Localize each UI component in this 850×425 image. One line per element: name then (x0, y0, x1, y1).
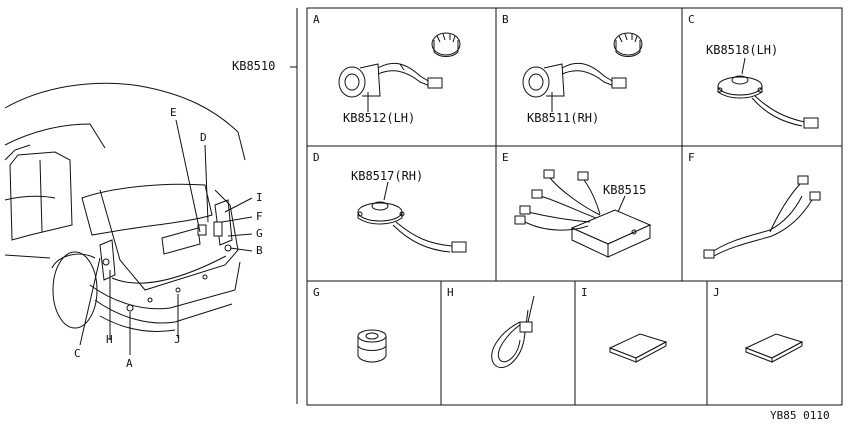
part-illustration-c (717, 57, 819, 129)
part-number-a: KB8512(LH) (343, 111, 416, 125)
cell-letter-b: B (502, 13, 509, 26)
callout-a: A (126, 357, 133, 370)
cell-letter-c: C (688, 13, 695, 26)
part-illustration-a (338, 32, 461, 112)
vehicle-illustration (4, 82, 253, 355)
part-illustration-h (491, 295, 535, 369)
cell-letter-g: G (313, 286, 320, 299)
part-illustration-g (357, 329, 387, 363)
cell-letter-h: H (447, 286, 454, 299)
cell-letter-i: I (581, 286, 588, 299)
part-number-e: KB8515 (603, 183, 647, 197)
callout-h: H (106, 333, 113, 346)
part-illustration-f (703, 175, 821, 259)
cell-letter-e: E (502, 151, 509, 164)
part-illustration-d (357, 181, 467, 253)
part-number-b: KB8511(RH) (527, 111, 600, 125)
kit-bracket (290, 8, 298, 404)
callout-c: C (74, 347, 81, 360)
part-number-d: KB8517(RH) (351, 169, 424, 183)
part-illustration-j (744, 333, 804, 363)
callout-e: E (170, 106, 177, 119)
callout-g: G (256, 227, 263, 240)
cell-letter-f: F (688, 151, 695, 164)
figure-code: YB85 0110 (770, 409, 830, 422)
parts-grid (306, 7, 843, 406)
part-illustration-e (514, 169, 652, 258)
callout-i: I (256, 191, 263, 204)
kit-part-number: KB8510 (232, 59, 276, 73)
cell-letter-j: J (713, 286, 720, 299)
part-illustration-i (608, 333, 668, 363)
part-number-c: KB8518(LH) (706, 43, 779, 57)
callout-j: J (174, 333, 181, 346)
cell-letter-a: A (313, 13, 320, 26)
part-illustration-b (522, 32, 643, 112)
callout-f: F (256, 210, 263, 223)
callout-d: D (200, 131, 207, 144)
callout-b: B (256, 244, 263, 257)
cell-letter-d: D (313, 151, 320, 164)
